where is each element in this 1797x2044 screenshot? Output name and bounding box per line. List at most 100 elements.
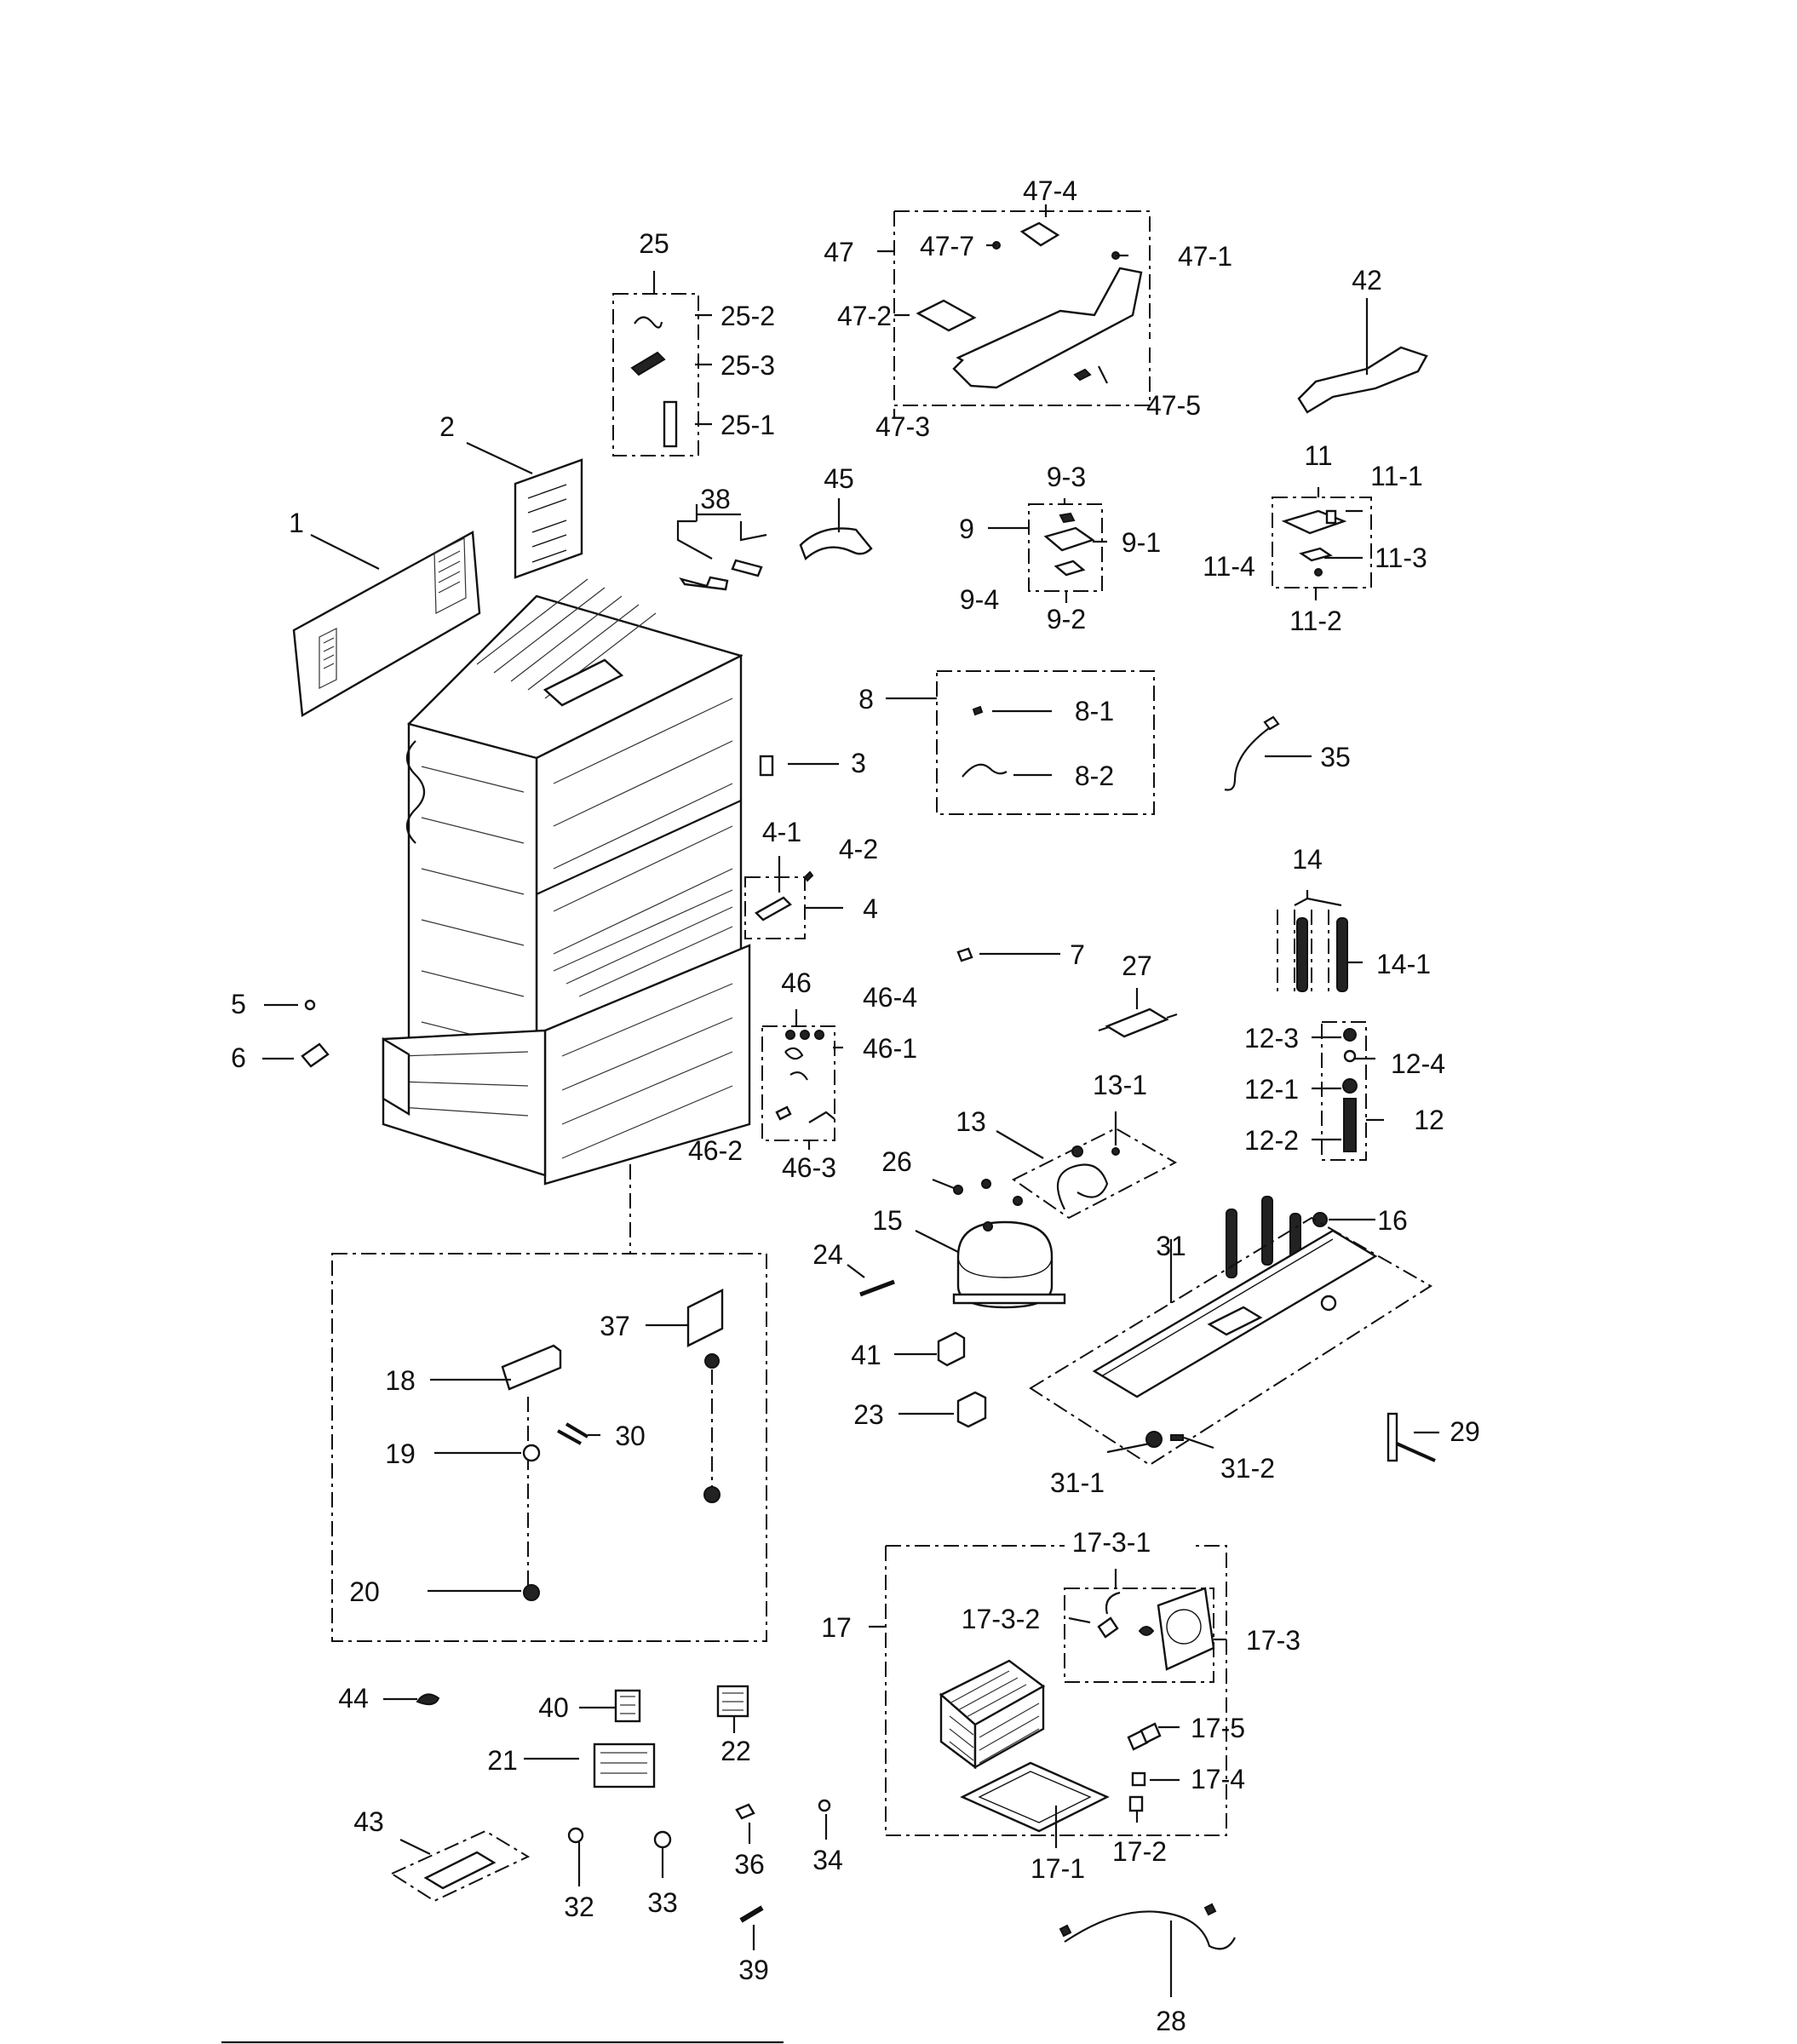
label-13: 13 xyxy=(956,1106,986,1137)
part-21 xyxy=(524,1743,656,1788)
label-39: 39 xyxy=(738,1955,769,1985)
part-40 xyxy=(579,1689,641,1723)
part-38-brackets xyxy=(676,504,767,591)
label-4-2: 4-2 xyxy=(839,834,878,864)
label-33: 33 xyxy=(647,1887,678,1918)
label-13-1: 13-1 xyxy=(1093,1070,1147,1100)
label-47-2: 47-2 xyxy=(837,301,892,331)
label-11-1: 11-1 xyxy=(1370,461,1423,491)
label-47-3: 47-3 xyxy=(876,411,930,442)
part-33 xyxy=(653,1830,672,1878)
part-41 xyxy=(894,1331,966,1367)
label-17-5: 17-5 xyxy=(1191,1713,1245,1743)
label-47: 47 xyxy=(824,237,854,267)
label-25: 25 xyxy=(639,228,669,259)
label-25-1: 25-1 xyxy=(721,410,775,440)
label-22: 22 xyxy=(721,1736,751,1766)
part-23 xyxy=(898,1391,987,1428)
part-36 xyxy=(735,1803,755,1844)
label-9-2: 9-2 xyxy=(1047,604,1086,634)
part-29 xyxy=(1387,1412,1439,1462)
label-12-4: 12-4 xyxy=(1391,1048,1445,1079)
part-7 xyxy=(956,947,1060,962)
label-45: 45 xyxy=(824,463,854,494)
group-12 xyxy=(1312,1021,1384,1161)
part-15-compressor xyxy=(915,1220,1066,1309)
part-2-panel xyxy=(466,442,583,579)
group-8 xyxy=(886,670,1155,815)
part-39 xyxy=(739,1905,764,1950)
label-42: 42 xyxy=(1352,265,1382,296)
label-46-3: 46-3 xyxy=(782,1152,836,1183)
label-17-3-2: 17-3-2 xyxy=(962,1604,1041,1634)
label-2: 2 xyxy=(439,411,455,442)
label-35: 35 xyxy=(1320,742,1351,772)
group-11 xyxy=(1272,487,1372,600)
label-19: 19 xyxy=(385,1438,416,1469)
label-11-4: 11-4 xyxy=(1203,551,1255,582)
label-41: 41 xyxy=(851,1340,881,1370)
label-47-1: 47-1 xyxy=(1178,241,1232,272)
label-12-2: 12-2 xyxy=(1244,1125,1299,1156)
label-8-2: 8-2 xyxy=(1075,761,1114,791)
label-30: 30 xyxy=(615,1421,646,1451)
label-17-2: 17-2 xyxy=(1112,1836,1167,1867)
label-15: 15 xyxy=(872,1205,903,1236)
label-17-3-1: 17-3-1 xyxy=(1072,1527,1151,1558)
label-9: 9 xyxy=(959,514,974,544)
group-4 xyxy=(744,856,843,939)
label-31-1: 31-1 xyxy=(1050,1467,1105,1498)
label-23: 23 xyxy=(853,1399,884,1430)
part-5 xyxy=(264,999,316,1011)
group-46 xyxy=(761,1009,843,1150)
label-12-3: 12-3 xyxy=(1244,1023,1299,1054)
label-12-1: 12-1 xyxy=(1244,1074,1299,1105)
label-31: 31 xyxy=(1156,1231,1186,1261)
label-38: 38 xyxy=(700,484,731,514)
label-17: 17 xyxy=(821,1612,852,1643)
label-5: 5 xyxy=(231,989,246,1019)
label-9-4: 9-4 xyxy=(960,584,999,615)
label-4-1: 4-1 xyxy=(762,817,801,847)
part-28-harness xyxy=(1059,1903,1236,1997)
label-9-3: 9-3 xyxy=(1047,462,1086,492)
label-24: 24 xyxy=(812,1239,843,1270)
label-26: 26 xyxy=(881,1146,912,1177)
label-14: 14 xyxy=(1292,844,1323,875)
label-44: 44 xyxy=(338,1683,369,1714)
label-40: 40 xyxy=(538,1692,569,1723)
group-9 xyxy=(988,498,1107,603)
label-7: 7 xyxy=(1070,939,1085,970)
label-25-2: 25-2 xyxy=(721,301,775,331)
lower-left-detail-box xyxy=(331,1164,767,1642)
part-35-power-cord xyxy=(1224,715,1312,791)
group-17 xyxy=(869,1545,1227,1848)
label-1: 1 xyxy=(289,508,304,538)
label-47-5: 47-5 xyxy=(1146,390,1201,421)
label-14-1: 14-1 xyxy=(1376,949,1431,979)
part-27 xyxy=(1098,988,1178,1038)
part-43 xyxy=(389,1829,531,1903)
group-13 xyxy=(996,1111,1178,1220)
group-25 xyxy=(612,271,712,456)
label-17-1: 17-1 xyxy=(1031,1853,1085,1884)
label-16: 16 xyxy=(1377,1205,1408,1236)
part-1-rear-cover xyxy=(292,531,481,717)
group-47 xyxy=(877,204,1151,417)
label-21: 21 xyxy=(487,1745,518,1776)
group-31 xyxy=(1029,1216,1432,1467)
label-28: 28 xyxy=(1156,2006,1186,2036)
label-8-1: 8-1 xyxy=(1075,696,1114,726)
label-46-1: 46-1 xyxy=(863,1033,917,1064)
main-cabinet xyxy=(382,578,751,1186)
label-17-4: 17-4 xyxy=(1191,1764,1245,1794)
label-46-2: 46-2 xyxy=(688,1135,743,1166)
label-25-3: 25-3 xyxy=(721,350,775,381)
part-6 xyxy=(262,1042,330,1068)
part-24 xyxy=(847,1264,895,1297)
label-11-2: 11-2 xyxy=(1289,606,1342,636)
part-44 xyxy=(383,1693,440,1706)
label-3: 3 xyxy=(851,748,866,778)
group-14 xyxy=(1277,890,1363,996)
label-37: 37 xyxy=(600,1311,630,1341)
